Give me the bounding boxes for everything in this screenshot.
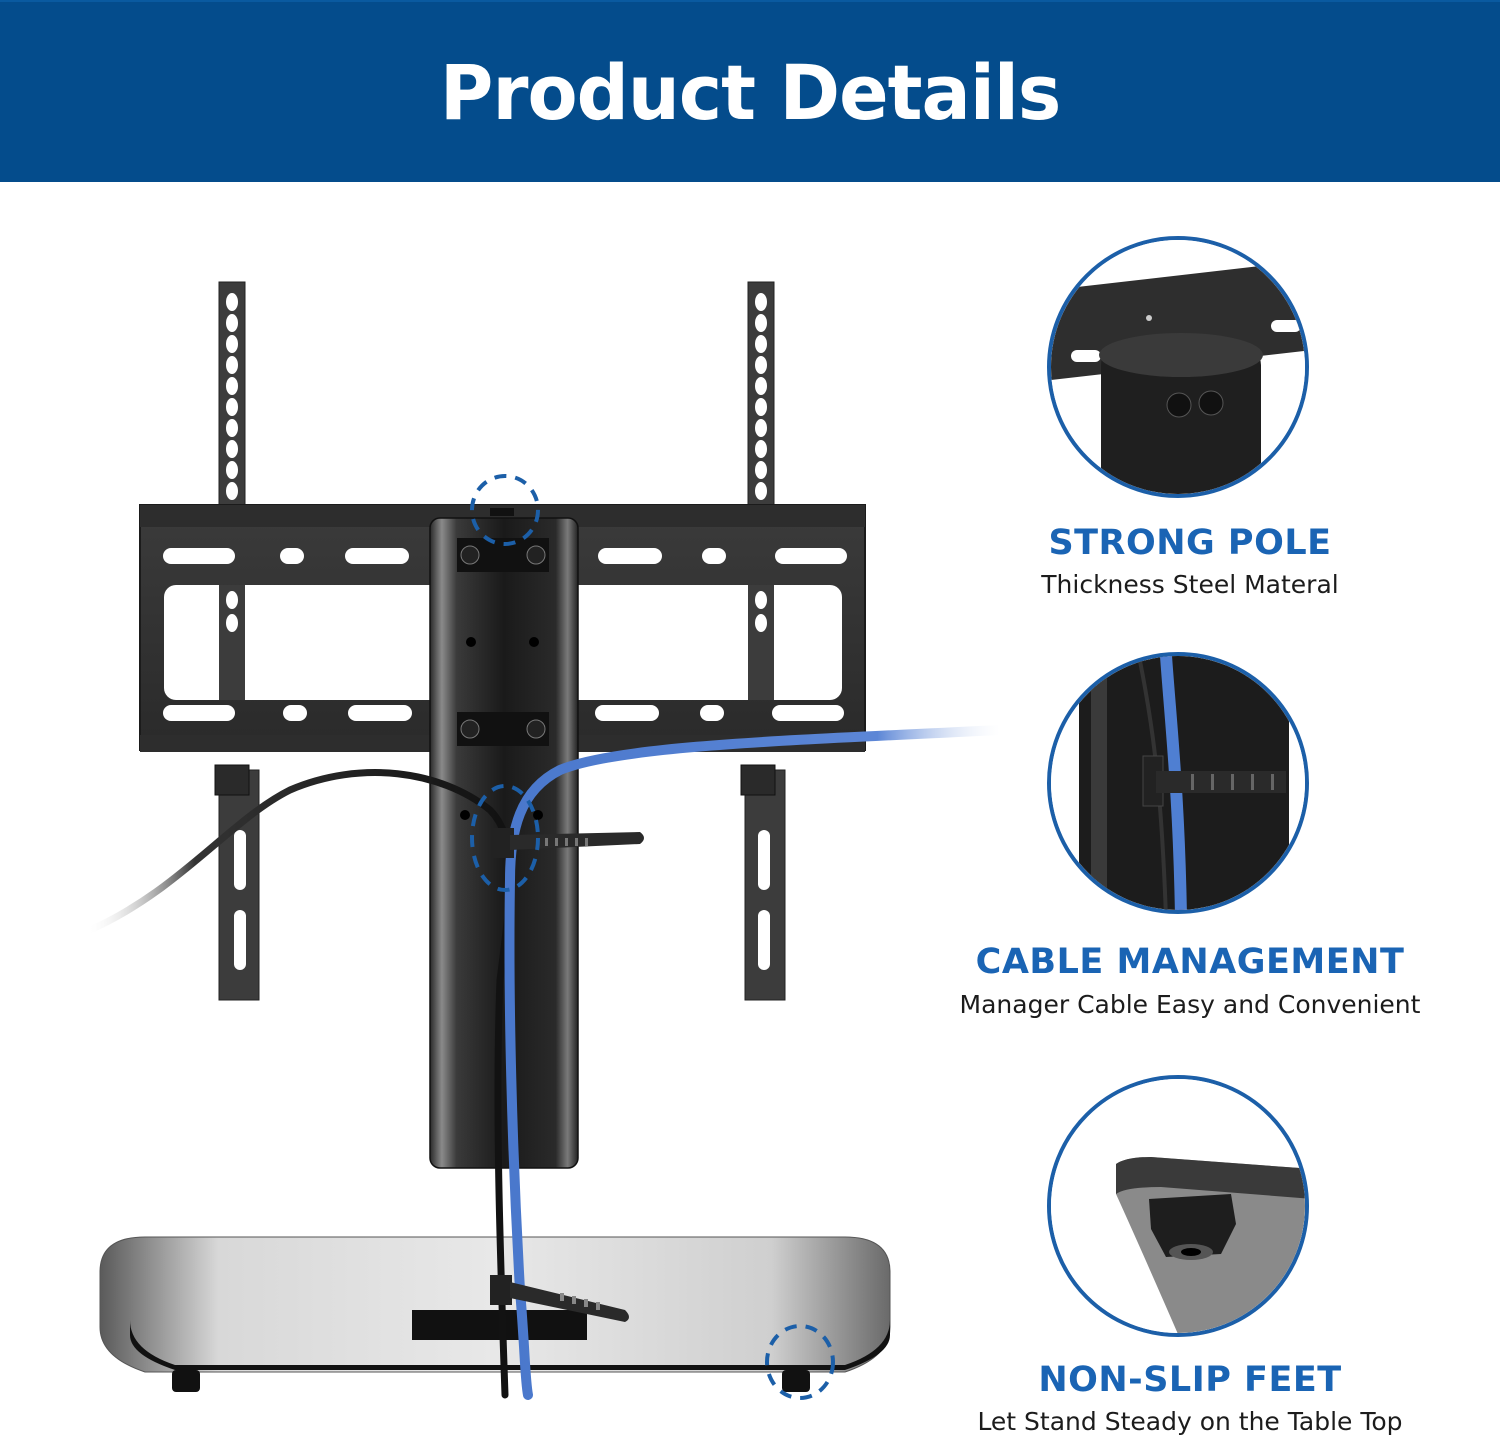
feature-subtitle: Thickness Steel Materal bbox=[1041, 570, 1339, 599]
feature-title: STRONG POLE bbox=[1048, 523, 1332, 563]
glass-base bbox=[99, 1236, 891, 1392]
pole-top-closeup-image bbox=[1047, 236, 1309, 498]
feature-title: CABLE MANAGEMENT bbox=[975, 942, 1405, 982]
header-banner: Product Details bbox=[0, 0, 1500, 182]
feature-subtitle: Let Stand Steady on the Table Top bbox=[977, 1407, 1403, 1436]
page-title: Product Details bbox=[439, 47, 1061, 137]
feature-title: NON-SLIP FEET bbox=[1038, 1360, 1342, 1400]
callout-pole-top bbox=[470, 474, 540, 546]
callout-cable-tie bbox=[470, 784, 540, 892]
cable-tie-closeup-image bbox=[1047, 652, 1309, 914]
product-illustration bbox=[0, 182, 1040, 1447]
feature-subtitle: Manager Cable Easy and Convenient bbox=[959, 990, 1421, 1019]
cable-tie-lower bbox=[490, 1275, 629, 1322]
rubber-foot-closeup-image bbox=[1047, 1075, 1309, 1337]
callout-foot bbox=[765, 1324, 835, 1400]
power-cable bbox=[86, 769, 514, 1399]
tv-stand-image bbox=[86, 281, 1005, 1400]
cable-tie-upper bbox=[492, 828, 644, 858]
